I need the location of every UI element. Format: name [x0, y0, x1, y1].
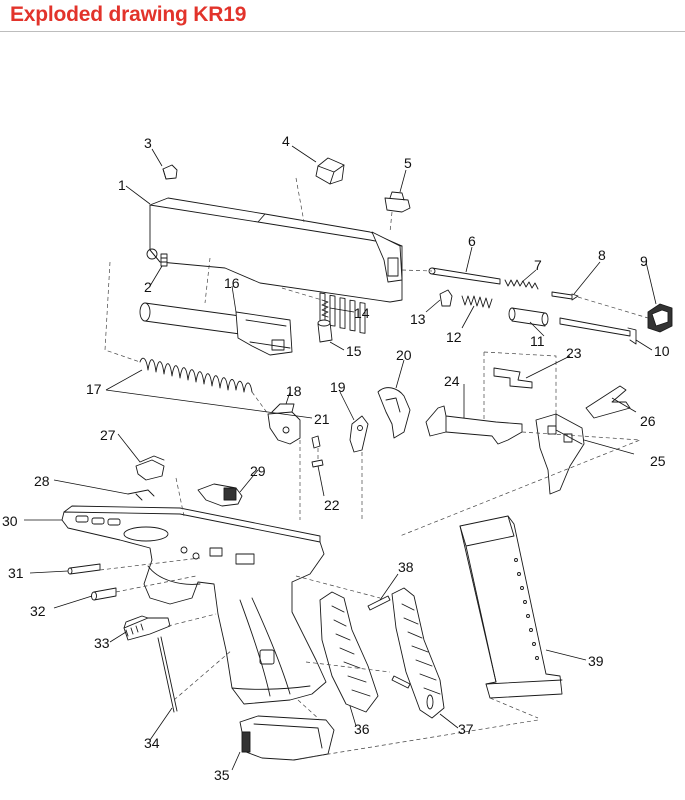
part-front-sight: [160, 253, 168, 267]
callout-16: 16: [224, 275, 240, 291]
part-15: [317, 319, 333, 343]
callout-24: 24: [444, 373, 460, 389]
part-17-recoil-spring: [139, 357, 253, 393]
callout-31: 31: [8, 565, 24, 581]
callout-6: 6: [468, 233, 476, 249]
callout-10: 10: [654, 343, 670, 359]
callout-11: 11: [530, 333, 545, 349]
part-magazine: [459, 515, 563, 699]
page-header: Exploded drawing KR19: [0, 0, 685, 32]
callout-13: 13: [410, 311, 426, 327]
part-10: [559, 317, 637, 345]
part-8: [551, 291, 579, 301]
part-38: [367, 595, 411, 689]
leader-lines: [24, 145, 657, 771]
part-11: [508, 307, 549, 327]
callout-30: 30: [2, 513, 18, 529]
part-23: [493, 367, 533, 389]
part-26: [585, 385, 631, 419]
part-27: [135, 455, 165, 481]
part-34: [157, 636, 178, 713]
part-33: [123, 615, 171, 641]
part-12-spring: [461, 295, 493, 309]
part-19: [349, 415, 369, 453]
part-slide: [146, 197, 403, 334]
part-36: [319, 591, 379, 713]
callout-32: 32: [30, 603, 46, 619]
callout-2: 2: [144, 279, 152, 295]
part-24: [425, 405, 523, 445]
part-7-spring: [504, 279, 539, 290]
part-28: [127, 489, 155, 501]
callout-37: 37: [458, 721, 474, 737]
alignment-lines: [99, 177, 649, 761]
callout-26: 26: [640, 413, 656, 429]
callout-14: 14: [354, 305, 370, 321]
part-6: [428, 267, 501, 285]
callout-numbers: 1 2 3 4 5 6 7 8 9 10 11 12 13 14 15 16 1…: [2, 133, 670, 783]
callout-23: 23: [566, 345, 582, 361]
callout-15: 15: [346, 343, 362, 359]
callout-36: 36: [354, 721, 370, 737]
part-4: [315, 157, 345, 185]
part-29: [197, 483, 243, 507]
page-title: Exploded drawing KR19: [10, 3, 247, 26]
part-31: [67, 563, 101, 575]
callout-8: 8: [598, 247, 606, 263]
exploded-drawing: 1 2 3 4 5 6 7 8 9 10 11 12 13 14 15 16 1…: [2, 133, 673, 783]
callout-33: 33: [94, 635, 110, 651]
callout-39: 39: [588, 653, 604, 669]
callout-20: 20: [396, 347, 412, 363]
part-9: [647, 303, 673, 333]
callout-5: 5: [404, 155, 412, 171]
callout-28: 28: [34, 473, 50, 489]
callout-34: 34: [144, 735, 160, 751]
callout-21: 21: [314, 411, 330, 427]
part-32: [91, 587, 117, 601]
callout-4: 4: [282, 133, 290, 149]
part-35: [239, 715, 335, 761]
part-37: [391, 587, 445, 719]
callout-27: 27: [100, 427, 116, 443]
callout-38: 38: [398, 559, 414, 575]
callout-17: 17: [86, 381, 102, 397]
part-22: [311, 459, 324, 468]
part-14-spring: [321, 299, 329, 318]
part-3: [162, 164, 178, 180]
part-barrel: [139, 302, 293, 356]
part-21: [311, 435, 321, 449]
callout-22: 22: [324, 497, 340, 513]
callout-3: 3: [144, 135, 152, 151]
callout-12: 12: [446, 329, 462, 345]
callout-18: 18: [286, 383, 302, 399]
part-rear-sight: [384, 191, 411, 213]
part-18: [267, 403, 301, 445]
callout-35: 35: [214, 767, 230, 783]
part-25: [535, 413, 585, 495]
part-frame: [61, 505, 327, 705]
callout-25: 25: [650, 453, 666, 469]
part-13: [439, 289, 453, 307]
header-divider: [0, 31, 685, 32]
part-trigger: [377, 387, 411, 439]
callout-19: 19: [330, 379, 346, 395]
callout-9: 9: [640, 253, 648, 269]
callout-7: 7: [534, 257, 542, 273]
callout-1: 1: [118, 177, 126, 193]
callout-29: 29: [250, 463, 266, 479]
